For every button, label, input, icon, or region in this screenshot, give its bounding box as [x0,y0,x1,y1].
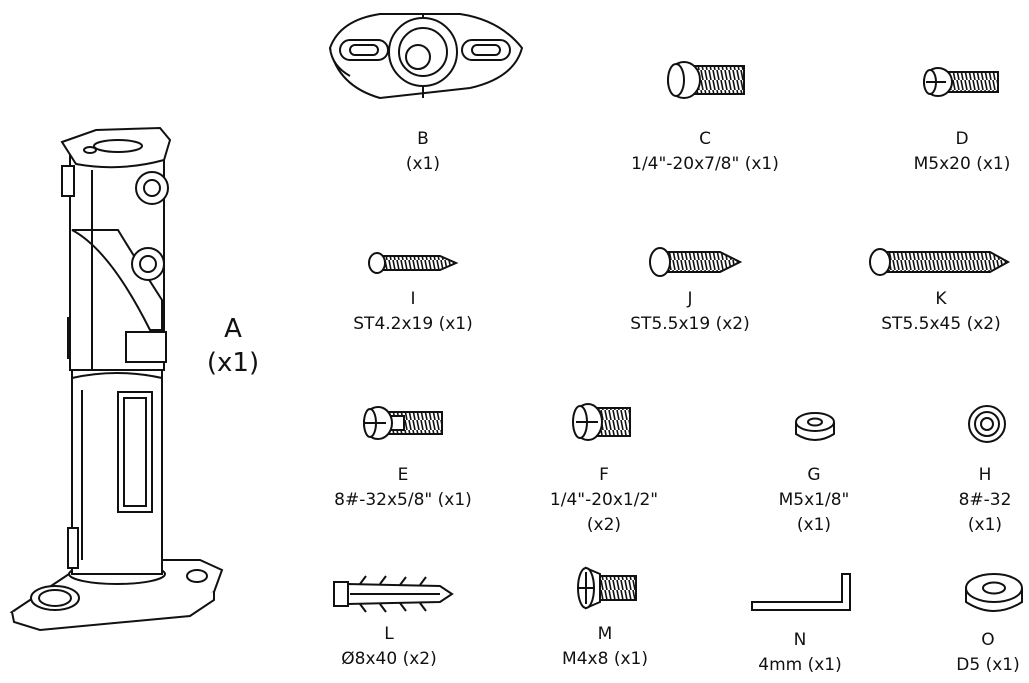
part-letter: C [699,129,711,149]
part-label-m: M M4x8 (x1) [540,622,670,672]
part-spec: 1/4"-20x7/8" [631,154,740,174]
part-letter: N [793,630,807,650]
part-spec: 1/4"-20x1/2" [549,490,659,510]
part-quantity: (x1) [437,490,472,510]
part-quantity: (x1) [438,314,473,334]
part-spec-line: M5x20 (x1) [892,152,1029,177]
part-label-b: B (x1) [373,127,473,177]
part-quantity: (x1) [985,655,1020,675]
part-spec-line: 4mm (x1) [740,653,860,678]
part-letter: H [978,465,992,485]
part-spec: 8#-32x5/8" [334,490,433,510]
part-label-d: D M5x20 (x1) [892,127,1029,177]
part-g-spacer-icon [795,412,835,441]
part-quantity: (x2) [966,314,1001,334]
part-f-machine-screw-icon [572,403,631,441]
part-h-nut-icon [968,405,1006,443]
part-label-n: N 4mm (x1) [740,628,860,678]
part-d-machine-screw-icon [923,67,999,97]
part-spec: M5x1/8" [778,490,850,510]
part-label-i: I ST4.2x19 (x1) [328,287,498,337]
part-spec-line: ST5.5x45 (x2) [855,312,1027,337]
part-quantity: (x1) [967,515,1003,535]
part-spec-line: Ø8x40 (x2) [318,647,460,672]
part-e-machine-screw-icon [363,406,443,440]
part-spec: D5 [956,655,981,675]
part-m-countersunk-screw-icon [577,566,637,610]
part-label-g: G M5x1/8" (x1) [752,463,876,538]
part-letter: B [417,129,429,149]
part-quantity: (x1) [206,348,260,378]
part-spec: ST4.2x19 [353,314,434,334]
part-letter: G [807,465,821,485]
part-label-c: C 1/4"-20x7/8" (x1) [595,127,815,177]
part-i-wood-screw-icon [368,252,459,274]
part-k-wood-screw-icon [869,248,1011,276]
part-letter: K [935,289,947,309]
part-spec: M5x20 [913,154,971,174]
part-letter: F [599,465,609,485]
part-quantity: (x2) [586,515,622,535]
part-label-h: H 8#-32 (x1) [940,463,1029,538]
part-spec-line: D5 (x1) [946,653,1029,678]
part-label-l: L Ø8x40 (x2) [318,622,460,672]
part-letter: J [687,289,693,309]
part-quantity: (x1) [744,154,779,174]
part-quantity: (x1) [976,154,1011,174]
part-spec: 8#-32 [958,490,1012,510]
part-c-machine-screw-icon [667,61,745,99]
part-a-speaker-mount-arm-icon [9,126,224,632]
part-quantity: (x2) [402,649,437,669]
part-o-washer-icon [965,573,1023,612]
part-b-mounting-plate-icon [328,13,524,100]
part-quantity: (x1) [796,515,832,535]
part-letter: O [981,630,995,650]
part-quantity: (x1) [613,649,648,669]
part-label-a: A (x1) [196,312,270,380]
part-spec-line: 8#-32x5/8" (x1) [308,488,498,513]
part-spec: Ø8x40 [341,649,398,669]
part-spec: ST5.5x19 [630,314,711,334]
part-spec-line: 1/4"-20x7/8" (x1) [595,152,815,177]
part-label-o: O D5 (x1) [946,628,1029,678]
part-quantity: (x1) [807,655,842,675]
part-letter: D [955,129,969,149]
part-spec-line: M4x8 (x1) [540,647,670,672]
part-letter: E [397,465,409,485]
part-spec-line: ST4.2x19 (x1) [328,312,498,337]
part-label-e: E 8#-32x5/8" (x1) [308,463,498,513]
part-n-hex-key-icon [751,573,851,611]
part-quantity: (x1) [405,154,441,174]
part-spec-line: ST5.5x19 (x2) [605,312,775,337]
part-letter: M [597,624,613,644]
part-letter: A [224,314,242,344]
part-letter: I [410,289,416,309]
part-label-f: F 1/4"-20x1/2" (x2) [524,463,684,538]
part-spec: 4mm [758,655,803,675]
part-spec: ST5.5x45 [881,314,962,334]
part-letter: L [384,624,394,644]
part-l-wall-anchor-icon [333,575,454,613]
part-quantity: (x2) [715,314,750,334]
part-label-j: J ST5.5x19 (x2) [605,287,775,337]
part-spec: M4x8 [562,649,609,669]
part-label-k: K ST5.5x45 (x2) [855,287,1027,337]
part-j-wood-screw-icon [649,247,743,277]
